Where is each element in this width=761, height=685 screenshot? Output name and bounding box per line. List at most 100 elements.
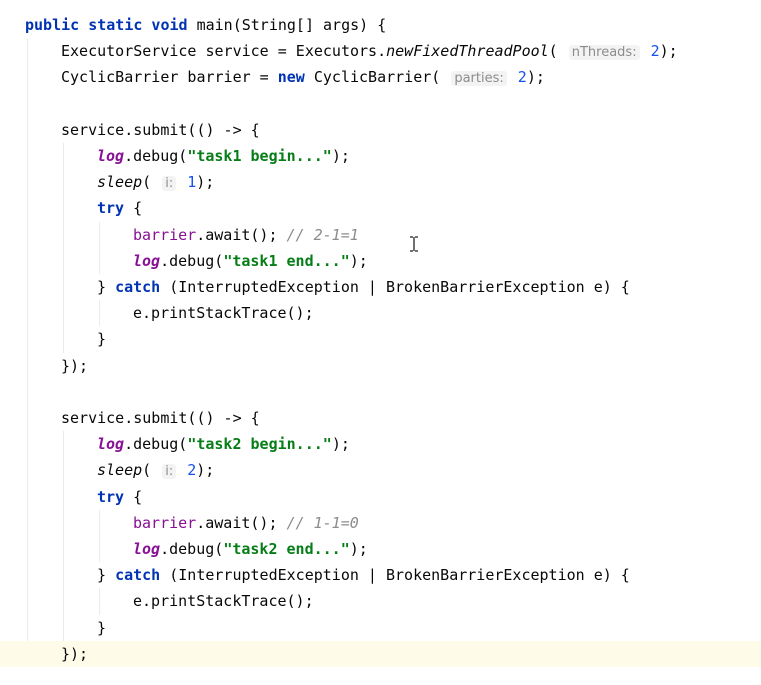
code-token: (InterruptedException | BrokenBarrierExc…: [169, 278, 630, 296]
code-line-text: log.debug("task2 end...");: [133, 536, 368, 562]
code-token: sleep: [97, 173, 143, 192]
code-token: (InterruptedException | BrokenBarrierExc…: [169, 566, 630, 585]
code-token: CyclicBarrier barrier =: [61, 68, 278, 87]
indent-guide: [99, 588, 100, 615]
code-line[interactable]: e.printStackTrace();: [0, 588, 761, 614]
code-line[interactable]: try {: [0, 195, 761, 221]
code-line[interactable]: barrier.await(); // 1-1=0: [0, 510, 761, 536]
code-token: );: [196, 461, 215, 480]
code-token: );: [349, 540, 368, 558]
code-token: public static void: [25, 16, 197, 34]
code-line[interactable]: ExecutorService service = Executors.newF…: [0, 38, 761, 64]
code-token: }: [97, 566, 116, 585]
code-token: );: [331, 147, 350, 165]
code-line-text: log.debug("task1 end...");: [133, 248, 368, 274]
code-token: .debug(: [160, 540, 224, 558]
code-token: }: [97, 278, 116, 296]
code-token: );: [659, 42, 678, 61]
code-token: });: [61, 356, 89, 375]
code-token: main(String[] args) {: [196, 16, 387, 34]
code-line-text: }: [97, 615, 106, 641]
code-token: e.printStackTrace();: [133, 592, 314, 611]
code-token: // 2-1=1: [286, 225, 359, 244]
code-line[interactable]: log.debug("task2 begin...");: [0, 431, 761, 457]
code-line[interactable]: log.debug("task1 begin...");: [0, 143, 761, 169]
code-line[interactable]: }: [0, 615, 761, 641]
current-code-line[interactable]: });: [0, 640, 761, 667]
code-line-text: });: [61, 353, 88, 379]
code-line-text: } catch (InterruptedException | BrokenBa…: [97, 274, 630, 300]
code-token: log: [97, 147, 125, 165]
code-line[interactable]: log.debug("task2 end...");: [0, 536, 761, 562]
code-token: {: [133, 199, 143, 218]
code-token: );: [526, 68, 545, 87]
code-line-text: public static void main(String[] args) {: [25, 12, 386, 38]
parameter-hint: i:: [162, 464, 177, 480]
code-token: catch: [115, 566, 170, 585]
code-token: 2: [178, 461, 197, 480]
code-token: }: [97, 330, 107, 349]
code-line[interactable]: } catch (InterruptedException | BrokenBa…: [0, 562, 761, 588]
code-line-text: }: [97, 326, 106, 352]
code-line-text: sleep( i: 1);: [97, 169, 214, 197]
code-token: 2: [641, 42, 660, 61]
code-line-text: try {: [97, 484, 142, 510]
code-token: 2: [508, 68, 527, 87]
code-line[interactable]: } catch (InterruptedException | BrokenBa…: [0, 274, 761, 300]
code-line-text: } catch (InterruptedException | BrokenBa…: [97, 562, 630, 588]
code-line-text: try {: [97, 195, 142, 221]
code-line[interactable]: });: [0, 353, 761, 379]
code-token: log: [133, 540, 161, 558]
code-line[interactable]: service.submit(() -> {: [0, 117, 761, 143]
code-line[interactable]: public static void main(String[] args) {: [0, 12, 761, 38]
code-token: );: [349, 251, 368, 270]
parameter-hint: i:: [162, 176, 177, 192]
code-line-text: });: [61, 641, 88, 667]
code-token: sleep: [97, 461, 143, 480]
parameter-hint: parties:: [451, 71, 507, 87]
code-token: {: [133, 487, 143, 506]
code-token: catch: [115, 278, 170, 296]
code-line[interactable]: service.submit(() -> {: [0, 405, 761, 431]
code-token: });: [61, 644, 89, 663]
code-token: (: [142, 461, 161, 480]
code-line[interactable]: CyclicBarrier barrier = new CyclicBarrie…: [0, 64, 761, 90]
code-token: "task1 begin...": [187, 147, 332, 165]
code-token: log: [133, 251, 161, 270]
code-line[interactable]: try {: [0, 484, 761, 510]
code-token: // 1-1=0: [286, 513, 359, 532]
code-line[interactable]: e.printStackTrace();: [0, 300, 761, 326]
code-line-text: log.debug("task1 begin...");: [97, 143, 350, 169]
code-line[interactable]: sleep( i: 2);: [0, 457, 761, 483]
code-line-text: service.submit(() -> {: [61, 405, 260, 431]
code-line-text: CyclicBarrier barrier = new CyclicBarrie…: [61, 64, 545, 92]
code-line-text: e.printStackTrace();: [133, 588, 314, 614]
code-line[interactable]: log.debug("task1 end...");: [0, 248, 761, 274]
code-token: (: [142, 173, 161, 192]
code-line[interactable]: }: [0, 326, 761, 352]
code-token: }: [97, 618, 107, 637]
code-line-text: service.submit(() -> {: [61, 117, 260, 143]
code-token: try: [97, 487, 134, 506]
code-line[interactable]: [0, 91, 761, 117]
code-token: .debug(: [160, 251, 224, 270]
code-token: log: [97, 435, 125, 454]
code-token: try: [97, 199, 134, 218]
code-line[interactable]: sleep( i: 1);: [0, 169, 761, 195]
code-line-text: barrier.await(); // 2-1=1: [133, 222, 359, 248]
code-token: .await();: [196, 513, 287, 532]
code-token: new: [277, 68, 314, 87]
code-token: barrier: [133, 513, 197, 532]
code-line-text: barrier.await(); // 1-1=0: [133, 510, 359, 536]
code-line-text: sleep( i: 2);: [97, 457, 214, 485]
code-token: service.submit(() -> {: [61, 120, 260, 139]
code-token: "task2 begin...": [187, 435, 332, 454]
indent-guide: [99, 300, 100, 327]
code-token: .debug(: [124, 435, 188, 454]
code-line-text: e.printStackTrace();: [133, 300, 314, 326]
code-line[interactable]: [0, 379, 761, 405]
code-token: "task2 end...": [223, 540, 350, 558]
code-line[interactable]: barrier.await(); // 2-1=1: [0, 222, 761, 248]
code-token: barrier: [133, 225, 197, 244]
